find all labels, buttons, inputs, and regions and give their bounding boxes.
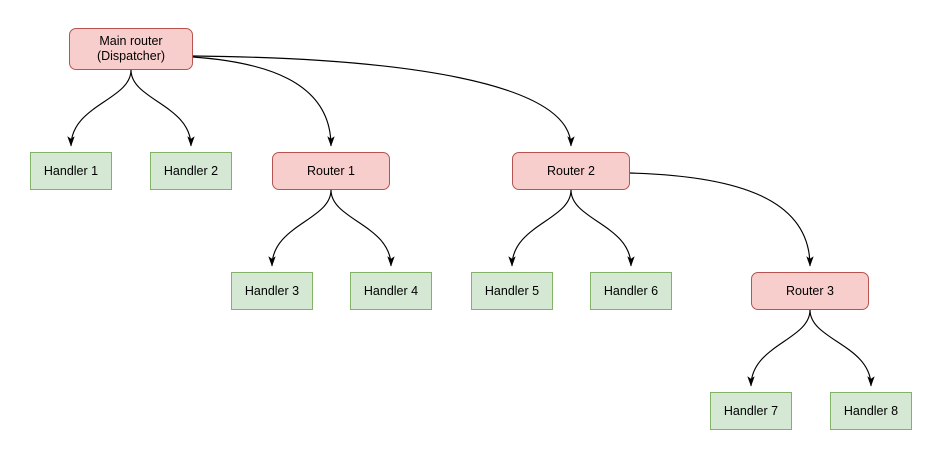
edge-group xyxy=(67,55,875,387)
edge-router-3-to-handler-7 xyxy=(747,309,811,387)
node-label-handler-3: Handler 3 xyxy=(244,283,300,298)
node-label-handler-2: Handler 2 xyxy=(163,163,219,178)
node-label-handler-7: Handler 7 xyxy=(723,403,779,418)
edge-router-1-to-handler-4 xyxy=(330,189,395,267)
node-label-router-3: Router 3 xyxy=(786,283,834,298)
node-label-main-router: Main router (Dispatcher) xyxy=(96,34,166,63)
node-label-handler-5: Handler 5 xyxy=(484,283,540,298)
node-handler-4[interactable]: Handler 4 xyxy=(350,272,432,310)
edge-main-to-handler-2 xyxy=(130,69,195,147)
node-handler-1[interactable]: Handler 1 xyxy=(30,152,112,190)
node-label-handler-8: Handler 8 xyxy=(843,403,899,418)
node-label-handler-4: Handler 4 xyxy=(363,283,419,298)
node-label-router-1: Router 1 xyxy=(307,163,355,178)
edge-router-2-to-handler-5 xyxy=(508,189,572,267)
edge-main-to-router-2 xyxy=(192,55,575,147)
node-handler-8[interactable]: Handler 8 xyxy=(830,392,912,430)
edge-router-2-to-router-3 xyxy=(629,172,814,267)
edge-main-to-router-1 xyxy=(192,56,335,147)
edge-router-2-to-handler-6 xyxy=(570,189,635,267)
node-router-1[interactable]: Router 1 xyxy=(272,152,390,190)
node-handler-5[interactable]: Handler 5 xyxy=(471,272,553,310)
node-main-router[interactable]: Main router (Dispatcher) xyxy=(69,28,193,70)
node-label-handler-1: Handler 1 xyxy=(43,163,99,178)
node-handler-6[interactable]: Handler 6 xyxy=(590,272,672,310)
node-router-3[interactable]: Router 3 xyxy=(751,272,869,310)
edge-main-to-handler-1 xyxy=(67,69,132,147)
node-handler-3[interactable]: Handler 3 xyxy=(231,272,313,310)
node-handler-2[interactable]: Handler 2 xyxy=(150,152,232,190)
edge-router-1-to-handler-3 xyxy=(268,189,332,267)
node-handler-7[interactable]: Handler 7 xyxy=(710,392,792,430)
node-label-router-2: Router 2 xyxy=(547,163,595,178)
node-router-2[interactable]: Router 2 xyxy=(512,152,630,190)
node-label-handler-6: Handler 6 xyxy=(603,283,659,298)
edge-router-3-to-handler-8 xyxy=(809,309,875,387)
